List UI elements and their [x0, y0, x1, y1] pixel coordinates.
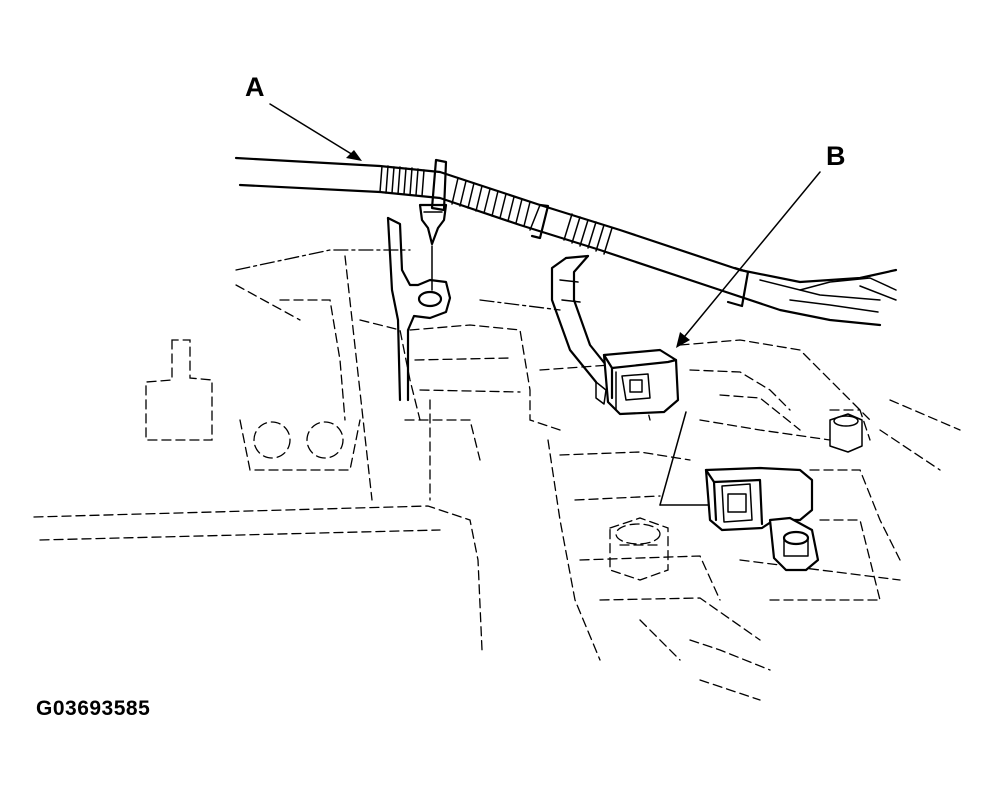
mounting-bolt	[609, 517, 669, 581]
leader-line-a	[269, 103, 359, 159]
leader-lines	[269, 103, 821, 506]
harness-clip	[418, 203, 448, 291]
leader-line-b	[679, 171, 821, 343]
sensor-connector	[704, 466, 820, 572]
figure-id: G03693585	[36, 697, 151, 720]
leader-line-b-2	[659, 411, 687, 506]
callout-label-a: A	[245, 72, 265, 102]
connector-b-wire	[550, 254, 612, 384]
wire-harness-a	[234, 156, 898, 327]
harness-bracket	[386, 216, 452, 402]
connector-b	[595, 348, 680, 416]
arrowhead-a	[346, 150, 362, 161]
callout-label-b: B	[826, 141, 846, 171]
arrowhead-b	[676, 332, 690, 348]
stud-bolt-right	[829, 413, 863, 453]
